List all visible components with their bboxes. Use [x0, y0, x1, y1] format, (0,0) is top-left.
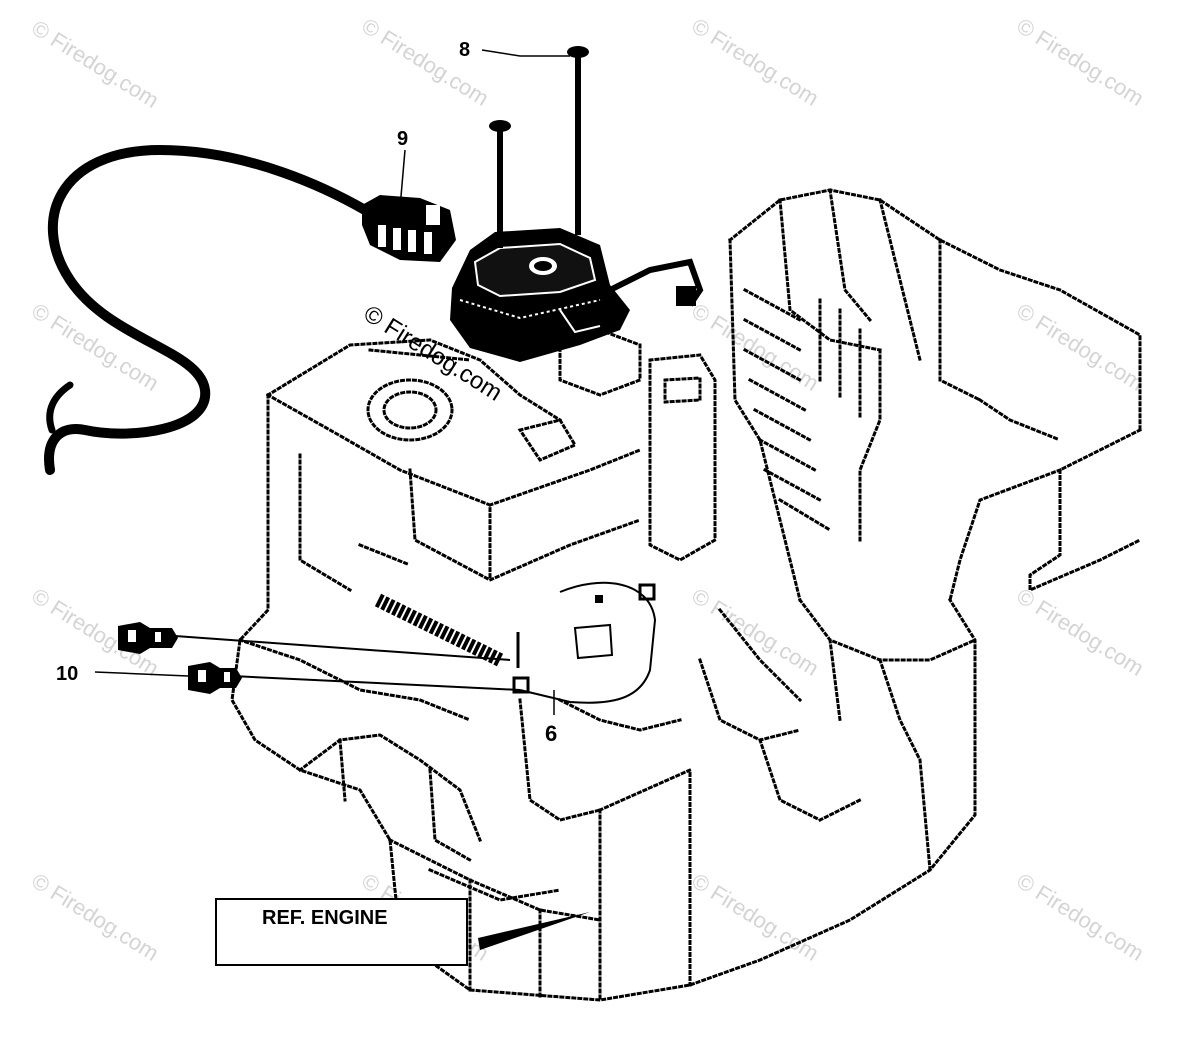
mounting-screws [489, 46, 589, 248]
watermark: © Firedog.com [1012, 868, 1148, 966]
callout-6: 6 [545, 721, 557, 746]
watermark: © Firedog.com [357, 13, 493, 111]
callout-8: 8 [459, 39, 470, 61]
watermark: © Firedog.com [687, 13, 823, 111]
starter-plate [512, 581, 657, 704]
watermark: © Firedog.com [1012, 583, 1148, 681]
watermark: © Firedog.com [1012, 298, 1148, 396]
watermark: © Firedog.com [27, 868, 163, 966]
starter-switch-box [450, 228, 704, 362]
watermark: © Firedog.com [687, 868, 823, 966]
reference-engine-outline [230, 188, 1143, 1002]
callout-leaders [94, 49, 570, 715]
ref-engine-pointer [478, 912, 590, 950]
callout-10: 10 [56, 663, 78, 685]
plug [362, 195, 456, 262]
watermark: © Firedog.com [687, 583, 823, 681]
ref-engine-box: REF. ENGINE [215, 898, 468, 966]
terminal-wires [118, 622, 521, 694]
watermark: © Firedog.com [27, 15, 163, 113]
watermark: © Firedog.com [1012, 13, 1148, 111]
ref-engine-label: REF. ENGINE [262, 907, 388, 929]
starter-cable [374, 593, 504, 667]
callout-9: 9 [397, 128, 408, 150]
power-cord [44, 144, 370, 475]
